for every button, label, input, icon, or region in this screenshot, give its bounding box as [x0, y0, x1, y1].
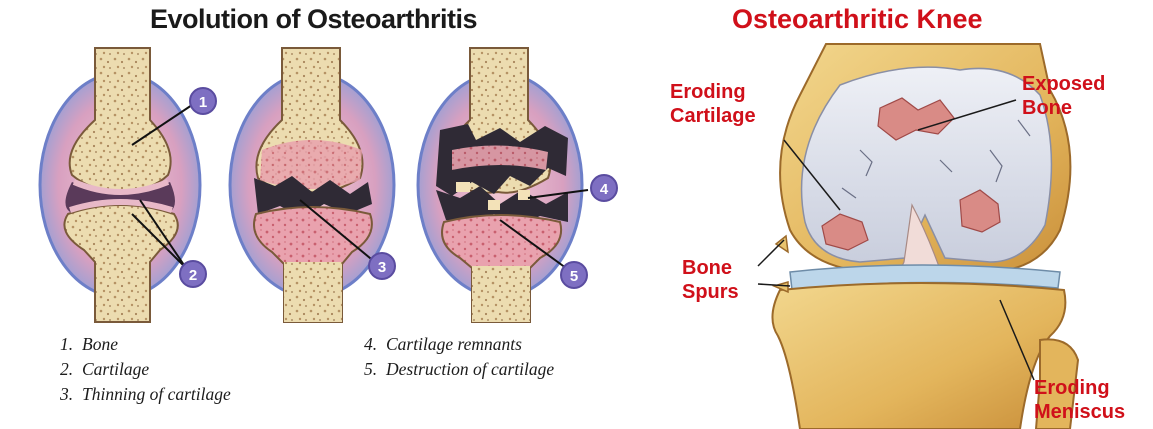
svg-text:1: 1 — [199, 94, 207, 111]
joint-destroyed — [418, 48, 582, 322]
legend-item-bone: 1.Bone — [60, 334, 231, 359]
legend-item-remnants: 4.Cartilage remnants — [364, 334, 554, 359]
badge-4: 4 — [591, 175, 617, 201]
label-eroding-cartilage: Eroding Cartilage — [670, 80, 756, 128]
badge-5: 5 — [561, 262, 587, 288]
svg-text:5: 5 — [570, 268, 578, 285]
label-eroding-meniscus: Eroding Meniscus — [1034, 376, 1125, 424]
svg-text:4: 4 — [600, 181, 609, 198]
badge-3: 3 — [369, 253, 395, 279]
legend-item-destruction: 5.Destruction of cartilage — [364, 359, 554, 384]
cartilage-remnant — [488, 200, 500, 210]
cartilage-remnant — [456, 182, 470, 192]
svg-text:3: 3 — [378, 259, 386, 276]
label-exposed-bone: Exposed Bone — [1022, 72, 1105, 120]
legend-item-cartilage: 2.Cartilage — [60, 359, 231, 384]
svg-text:2: 2 — [189, 267, 197, 284]
lower-shaft — [284, 262, 342, 322]
bone-spur — [776, 236, 788, 252]
legend-item-thinning: 3.Thinning of cartilage — [60, 384, 231, 409]
legend-column-2: 4.Cartilage remnants 5.Destruction of ca… — [364, 334, 554, 384]
badge-2: 2 — [180, 261, 206, 287]
joint-healthy — [40, 48, 200, 322]
label-bone-spurs: Bone Spurs — [682, 256, 739, 304]
badge-1: 1 — [190, 88, 216, 114]
tibia — [772, 283, 1065, 429]
joint-thinning — [230, 48, 394, 322]
inflamed-bone — [260, 140, 362, 189]
legend-column-1: 1.Bone 2.Cartilage 3.Thinning of cartila… — [60, 334, 231, 409]
lower-shaft — [472, 266, 530, 322]
